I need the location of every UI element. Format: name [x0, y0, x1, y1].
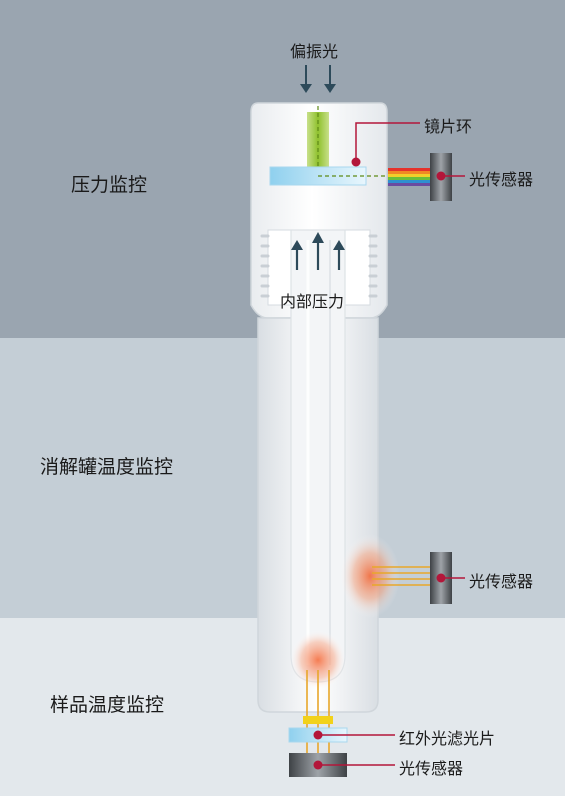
- label-polarized-light: 偏振光: [290, 42, 339, 61]
- internal-pressure-arrows: [291, 232, 345, 270]
- zone-label-sample-temperature: 样品温度监控: [50, 694, 165, 716]
- label-light-sensor-middle: 光传感器: [469, 572, 534, 591]
- label-light-sensor-top: 光传感器: [469, 170, 534, 189]
- sample-hot-spot: [290, 630, 346, 690]
- ir-filter-yellow: [303, 716, 333, 724]
- vessel-hot-spot: [340, 534, 400, 618]
- light-beam: [307, 112, 329, 167]
- callout-dots: [313, 157, 446, 770]
- label-internal-pressure: 内部压力: [280, 292, 345, 311]
- zone-label-pressure: 压力监控: [71, 174, 148, 196]
- spectrum-beam: [388, 168, 430, 186]
- ir-beam-middle: [372, 566, 430, 586]
- polarized-light-arrows: [300, 65, 336, 93]
- label-light-sensor-bottom: 光传感器: [399, 759, 464, 778]
- label-mirror-ring: 镜片环: [424, 117, 473, 136]
- ir-beam-bottom: [306, 670, 330, 760]
- label-ir-filter: 红外光滤光片: [399, 729, 496, 748]
- zone-label-vessel-temperature: 消解罐温度监控: [40, 456, 174, 478]
